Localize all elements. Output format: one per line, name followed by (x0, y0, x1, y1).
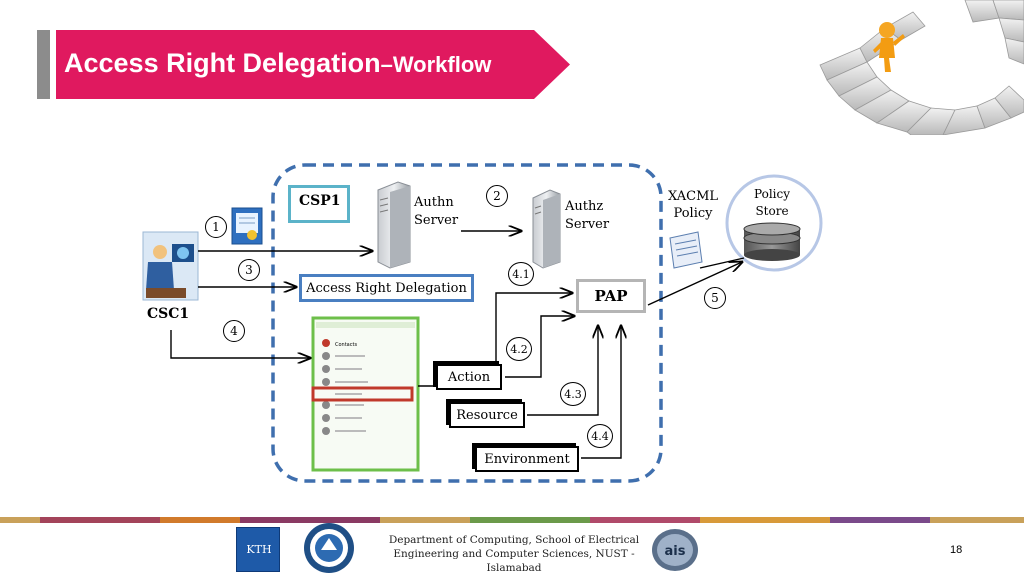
ais-logo-text: ais (665, 544, 686, 559)
action-box: Action (436, 364, 502, 390)
authn-server-label-2: Server (414, 213, 459, 228)
title-sub: –Workflow (380, 52, 492, 77)
contacts-header: Contacts (335, 342, 358, 348)
csp1-box: CSP1 (288, 185, 350, 223)
policy-store-label-2: Store (755, 204, 789, 218)
highlighted-contact-row (311, 386, 414, 402)
step-4-3: 4.3 (560, 382, 586, 406)
ais-logo: ais (652, 529, 698, 571)
step-4-2: 4.2 (506, 337, 532, 361)
step-3: 3 (238, 259, 260, 281)
step-5: 5 (704, 287, 726, 309)
environment-box: Environment (475, 446, 579, 472)
authn-server-icon (377, 181, 411, 269)
xacml-policy-icon (669, 231, 703, 269)
database-icon (743, 222, 801, 261)
contacts-panel-image (311, 316, 420, 472)
resource-box: Resource (449, 402, 525, 428)
xacml-label-2: Policy (673, 206, 713, 221)
footer-stripe (0, 517, 1024, 523)
csc1-user-icon (142, 231, 199, 301)
xacml-label-1: XACML (667, 189, 719, 204)
page-number: 18 (950, 544, 963, 556)
access-right-delegation-box: Access Right Delegation (299, 274, 474, 302)
step-4-4: 4.4 (587, 424, 613, 448)
authz-server-icon (532, 189, 561, 269)
department-text: Department of Computing, School of Elect… (388, 534, 640, 574)
certificate-icon (231, 207, 263, 245)
authz-server-label-2: Server (565, 217, 610, 232)
page-title: Access Right Delegation–Workflow (64, 48, 491, 79)
authz-server-label-1: Authz (565, 199, 604, 214)
title-accent-bar (37, 30, 50, 99)
step-4-1: 4.1 (508, 262, 534, 286)
pap-box: PAP (576, 279, 646, 313)
authn-server-label-1: Authn (414, 195, 454, 210)
csp-boundary (271, 163, 663, 483)
title-banner-shape (56, 30, 570, 99)
step-1: 1 (205, 216, 227, 238)
kth-logo: KTH (236, 527, 280, 572)
policy-store-label-1: Policy (754, 187, 790, 201)
title-main: Access Right Delegation (64, 48, 381, 78)
spiral-staircase-image (819, 0, 1024, 135)
climbing-figure-icon (873, 22, 905, 72)
step-4: 4 (223, 320, 245, 342)
csc1-label: CSC1 (147, 306, 190, 322)
kth-logo-text: KTH (246, 543, 272, 556)
title-banner: Access Right Delegation–Workflow (56, 30, 570, 99)
step-2: 2 (486, 185, 508, 207)
nust-logo (304, 523, 354, 573)
